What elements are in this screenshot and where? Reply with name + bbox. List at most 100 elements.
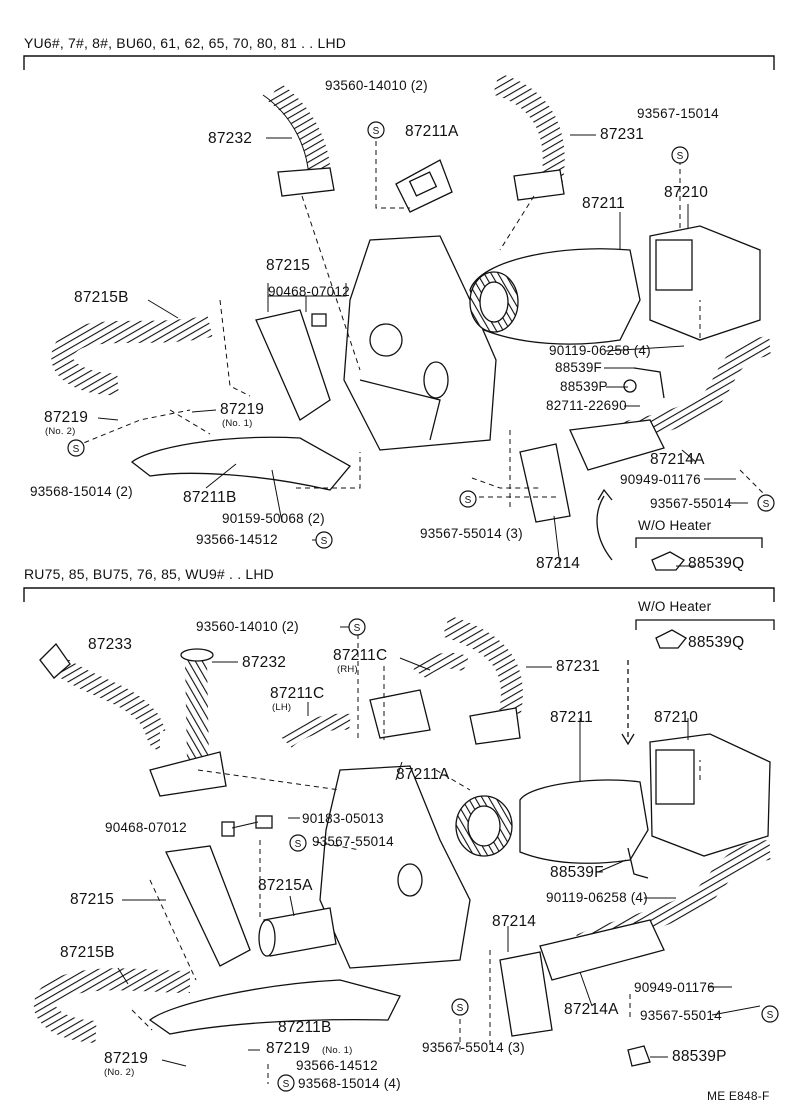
label-87215B-2: 87215B (60, 944, 115, 961)
label-87215: 87215 (266, 257, 311, 274)
label-87219-no1-sub-2: (No. 1) (322, 1045, 353, 1056)
label-93567-55014: 93567-55014 (650, 496, 732, 511)
section2-parts (33, 615, 775, 1067)
label-wo-heater-2: W/O Heater (638, 599, 712, 614)
label-87211: 87211 (582, 195, 625, 212)
label-88539Q: 88539Q (688, 555, 745, 572)
section2-title: RU75, 85, BU75, 76, 85, WU9# . . LHD (24, 566, 274, 582)
s-symbol-letter: S (73, 444, 80, 455)
s-symbol-icon (757, 494, 775, 512)
label-87219-no2: 87219 (44, 409, 89, 426)
label-90468-07012: 90468-07012 (268, 284, 350, 299)
part-88539P (627, 1045, 651, 1067)
part-88539Q (655, 629, 687, 649)
part-87211A (369, 689, 431, 739)
label-90119-06258-2: 90119-06258 (4) (546, 890, 648, 905)
section1-parts (51, 73, 772, 571)
label-93568-15014-4: 93568-15014 (4) (298, 1076, 401, 1091)
part-87231-end (469, 707, 521, 745)
s-symbol-letter: S (373, 126, 380, 137)
part-88539P (623, 379, 637, 393)
part-87231-hose (492, 73, 565, 182)
part-87211C-lh (280, 713, 351, 749)
part-87233-hose (44, 651, 167, 750)
label-87211A: 87211A (405, 123, 459, 140)
part-87211B (148, 979, 401, 1035)
label-90949-01176: 90949-01176 (620, 472, 701, 487)
s-symbol-letter: S (354, 623, 361, 634)
label-87219-no1: 87219 (220, 401, 265, 418)
label-90949-01176-2: 90949-01176 (634, 980, 715, 995)
label-93567-55014-3-2: 93567-55014 (3) (422, 1040, 525, 1055)
part-87231-hose (442, 615, 523, 715)
label-87219-no2-sub: (No. 2) (45, 426, 76, 437)
label-87214: 87214 (536, 555, 581, 572)
s-symbol-icon (67, 439, 85, 457)
label-87214A-2: 87214A (564, 1001, 619, 1018)
label-90468-07012-2: 90468-07012 (105, 820, 187, 835)
part-87211C-rh (413, 652, 469, 680)
part-87232-end (277, 167, 335, 197)
label-93567-55014-3: 93567-55014 (3) (420, 526, 523, 541)
section2-solid-leaders (117, 626, 761, 1067)
bracket-wo-heater (635, 619, 775, 630)
s-symbol-icon (367, 121, 385, 139)
label-88539P: 88539P (560, 379, 608, 394)
label-87219-no1-2: 87219 (266, 1040, 311, 1057)
label-87232: 87232 (208, 130, 253, 147)
s-symbol-icon (315, 531, 333, 549)
label-90119-06258: 90119-06258 (4) (549, 343, 651, 358)
part-87215B-hose (33, 968, 191, 1043)
s-symbol-letter: S (677, 151, 684, 162)
section1-frame (23, 55, 775, 70)
section1-title: YU6#, 7#, 8#, BU60, 61, 62, 65, 70, 80, … (24, 35, 347, 51)
label-87231-2: 87231 (556, 658, 601, 675)
part-90183-clip (255, 815, 273, 829)
s-symbol-letter: S (295, 839, 302, 850)
part-90468-clip (311, 313, 327, 327)
label-87215-2: 87215 (70, 891, 115, 908)
s-symbol-icon (451, 998, 469, 1016)
s-symbol-letter: S (763, 499, 770, 510)
label-87211C-rh: 87211C (333, 647, 388, 664)
label-87210-2: 87210 (654, 709, 699, 726)
part-87232-base (149, 751, 227, 797)
label-88539P-2: 88539P (672, 1048, 727, 1065)
label-93566-14512-2: 93566-14512 (296, 1058, 378, 1073)
section2-leaders (131, 634, 701, 1084)
label-93560-14010: 93560-14010 (2) (325, 78, 428, 93)
s-symbol-letter: S (767, 1010, 774, 1021)
label-93567-55014-c: 93567-55014 (312, 834, 394, 849)
s-symbol-icon (348, 618, 366, 636)
section2-frame (23, 587, 775, 602)
part-87214A (539, 919, 665, 981)
part-87232-hose (185, 659, 209, 761)
part-87215 (255, 309, 331, 421)
label-87214A: 87214A (650, 451, 705, 468)
s-symbol-icon (761, 1005, 779, 1023)
s-symbol-letter: S (321, 536, 328, 547)
s-symbol-letter: S (457, 1003, 464, 1014)
part-87211B (130, 436, 352, 491)
part-87233-end (39, 642, 71, 679)
part-88539F (627, 847, 649, 879)
label-82711-22690: 82711-22690 (546, 398, 627, 413)
part-87215 (165, 845, 251, 967)
part-87215B-hose (51, 315, 213, 396)
label-88539F-2: 88539F (550, 864, 604, 881)
part-87231-end (513, 169, 565, 201)
label-87215B: 87215B (74, 289, 129, 306)
label-93567-15014: 93567-15014 (637, 106, 719, 121)
label-87232-2: 87232 (242, 654, 287, 671)
part-blower-unit (343, 235, 497, 451)
s-symbol-letter: S (283, 1079, 290, 1090)
label-87233: 87233 (88, 636, 133, 653)
s-symbol-icon (459, 490, 477, 508)
section1-leaders (75, 132, 771, 510)
part-87214 (499, 951, 553, 1037)
arrow-wo-heater (596, 495, 613, 561)
part-87232-hose (267, 82, 331, 176)
label-88539F: 88539F (555, 360, 602, 375)
label-wo-heater: W/O Heater (638, 518, 712, 533)
